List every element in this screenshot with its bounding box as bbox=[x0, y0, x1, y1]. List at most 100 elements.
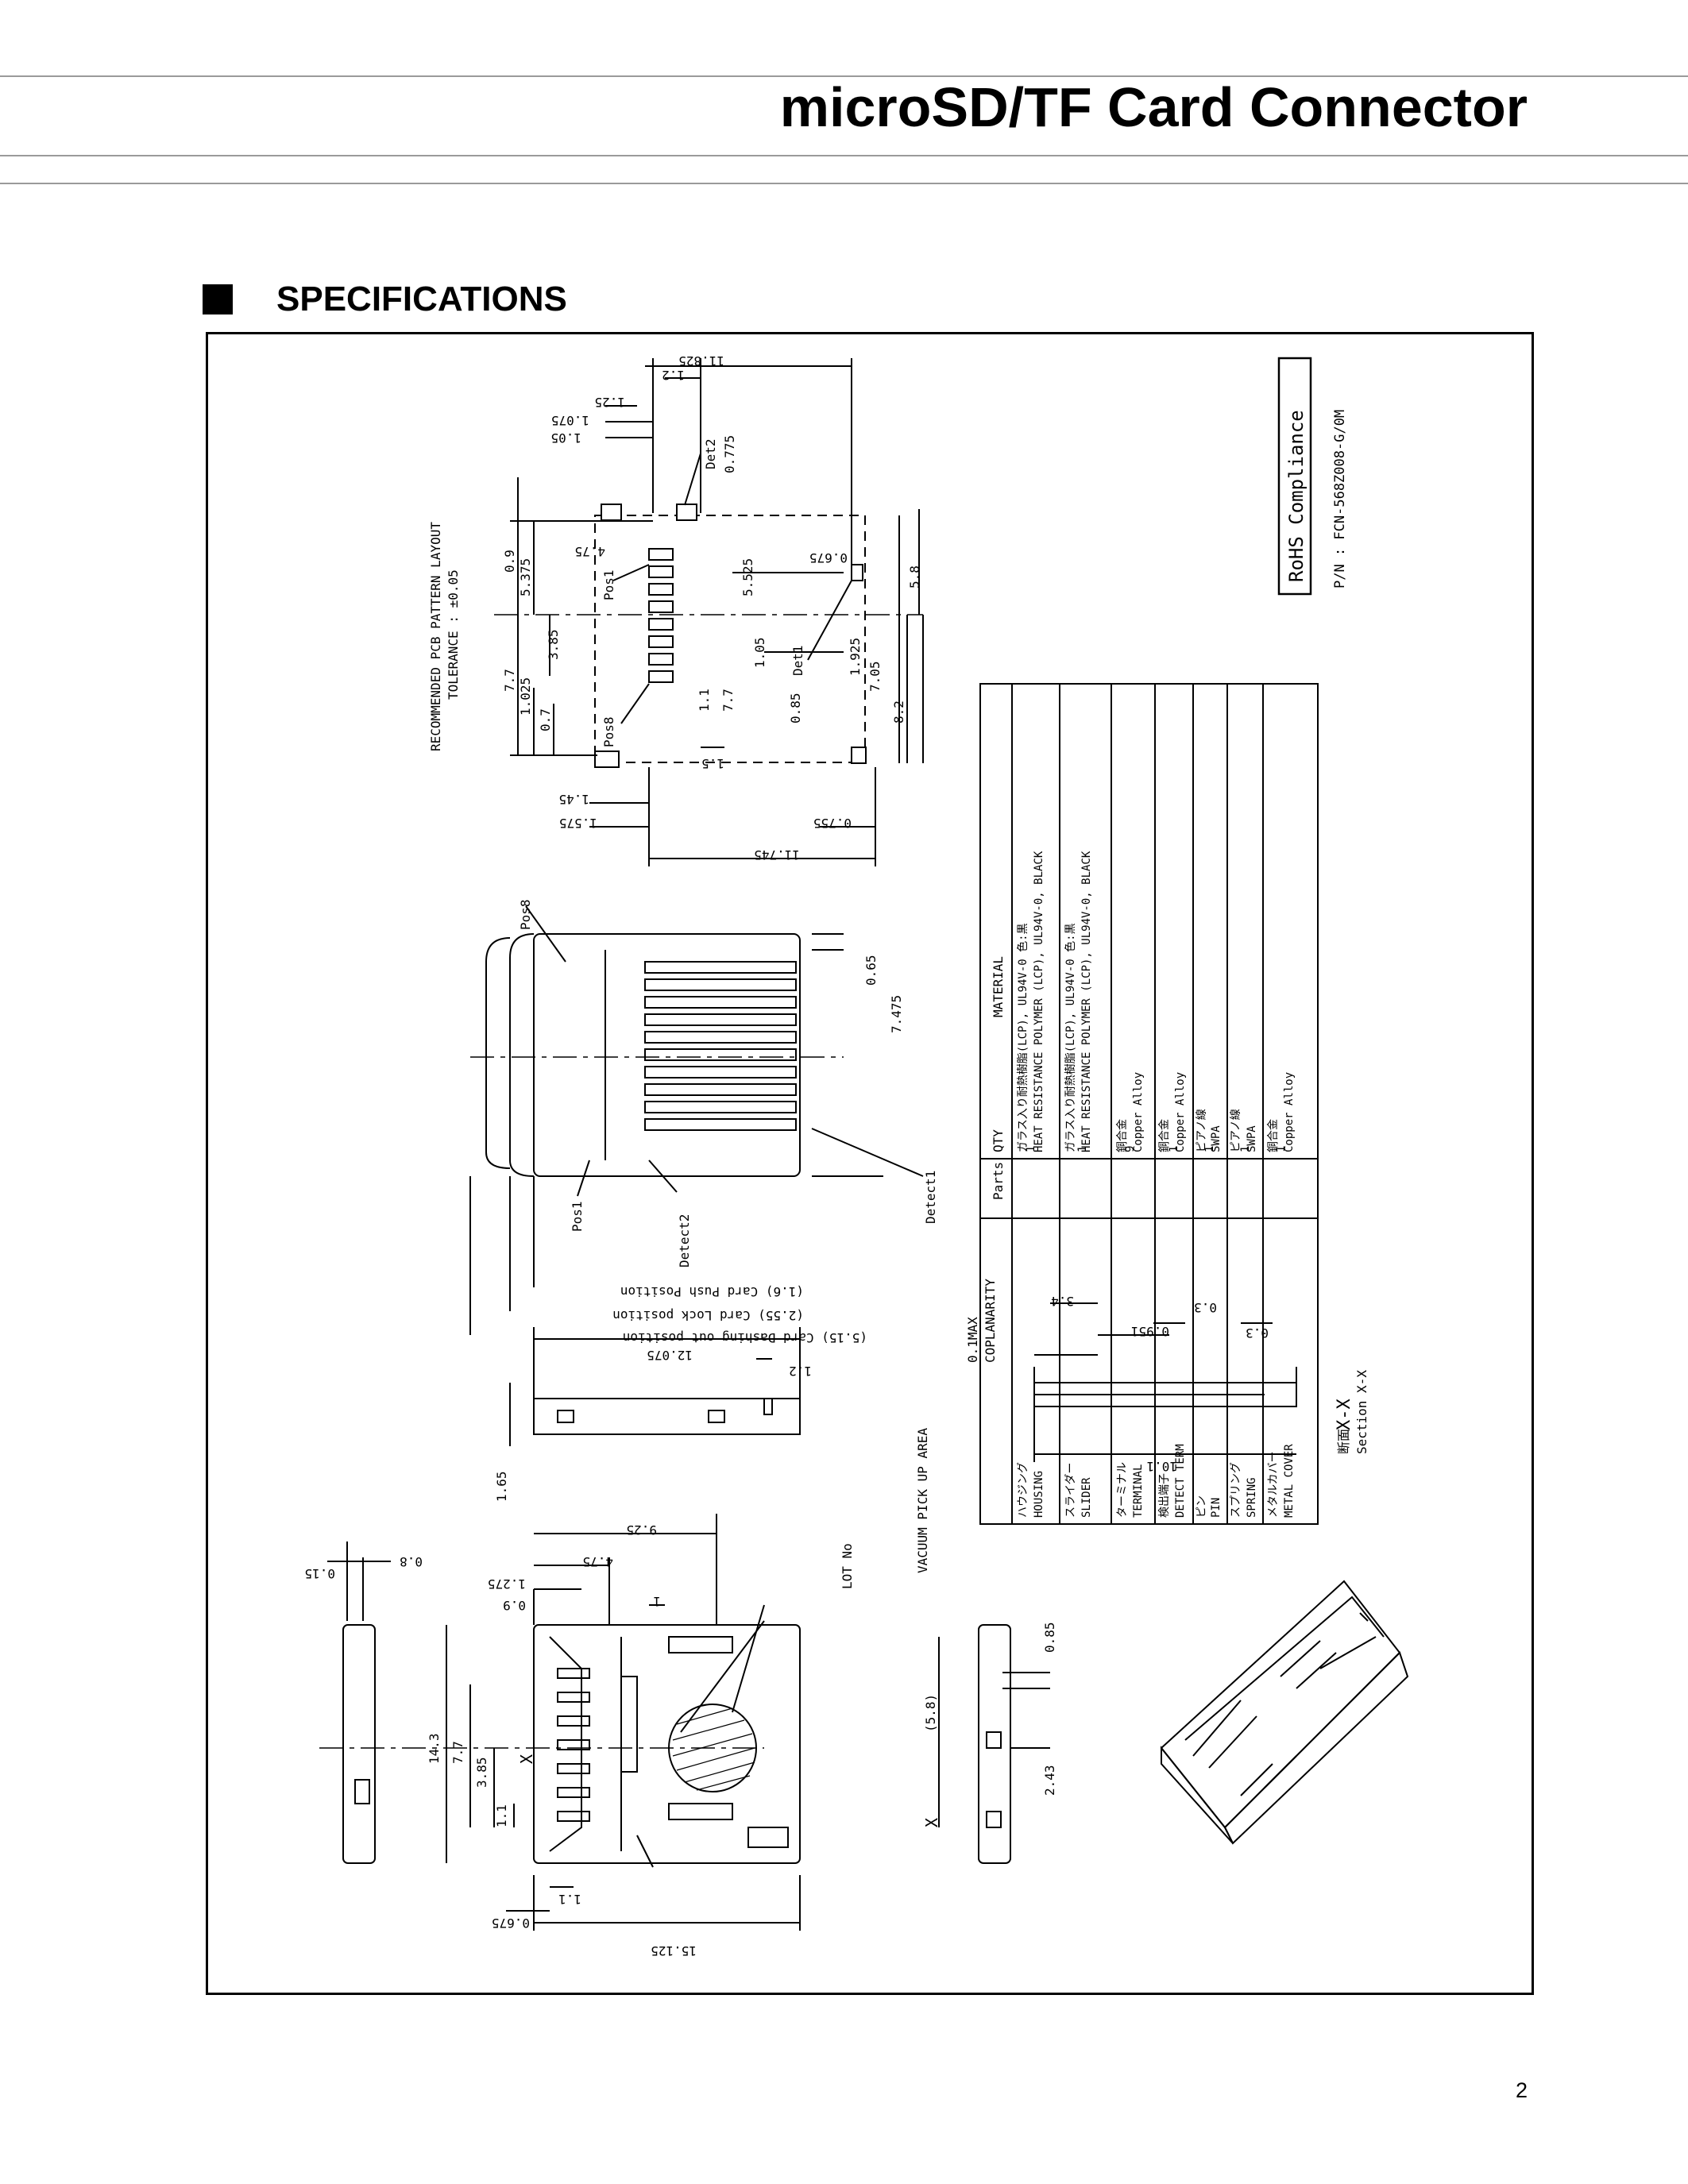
row-spring-part: SPRING bbox=[1246, 1477, 1258, 1518]
bottom-dim-15-125: 15.125 bbox=[651, 1943, 697, 1958]
header-rule-bottom-1 bbox=[0, 155, 1688, 156]
dim-1-05: 1.05 bbox=[550, 430, 581, 446]
section-label-jp: 断面 bbox=[1336, 1429, 1351, 1454]
row-cover-mat-jp: 銅合金 bbox=[1267, 1119, 1280, 1152]
pcb-dim-14: 1.5 bbox=[701, 756, 724, 771]
row-slider-qty: 1 bbox=[1076, 1146, 1089, 1152]
pcb-dim-12: 1.1 bbox=[697, 689, 712, 712]
card-lock-position: (2.55) Card Lock position bbox=[612, 1308, 804, 1323]
dim-11-825: 11.825 bbox=[678, 353, 724, 369]
pcb-dim-10: 1.025 bbox=[518, 677, 533, 716]
section-dim-3-4: 3.4 bbox=[1051, 1294, 1074, 1309]
card-push-position: (1.6) Card Push Position bbox=[620, 1284, 804, 1299]
bottom-dim-1-275: 1.275 bbox=[488, 1576, 526, 1592]
mid-label-detect1: Detect1 bbox=[923, 1171, 938, 1224]
row-slider-mat: HEAT RESISTANCE POLYMER (LCP), UL94V-0, … bbox=[1080, 851, 1093, 1152]
bottom-dim-0-8: 0.8 bbox=[400, 1554, 423, 1569]
table-header-qty: QTY bbox=[991, 1129, 1006, 1152]
bottom-dim-1-1a: 1.1 bbox=[494, 1804, 509, 1827]
side-dim-12-075: 12.075 bbox=[647, 1348, 693, 1363]
section-label: X-X bbox=[1335, 1399, 1354, 1430]
section-heading: SPECIFICATIONS bbox=[203, 280, 567, 319]
row-detect-part: DETECT TERM bbox=[1174, 1444, 1187, 1518]
row-slider-part: SLIDER bbox=[1080, 1477, 1093, 1518]
bottom-dim-2-43: 2.43 bbox=[1042, 1765, 1057, 1796]
row-cover-qty: 1 bbox=[1275, 1146, 1288, 1152]
section-mark-x-right: X bbox=[922, 1818, 941, 1827]
section-dim-0-3a: 0.3 bbox=[1194, 1300, 1217, 1315]
pcb-tolerance: TOLERANCE : ±0.05 bbox=[446, 569, 461, 700]
header-rule-top bbox=[0, 75, 1688, 77]
pcb-dim-20: 0.755 bbox=[813, 816, 852, 831]
row-spring-jp: スプリング bbox=[1230, 1462, 1242, 1518]
pcb-dim-15: 0.85 bbox=[788, 693, 803, 723]
pcb-dim-21: 11.745 bbox=[754, 847, 800, 862]
bottom-dim-0-675: 0.675 bbox=[492, 1916, 530, 1931]
pcb-dim-6: 3.85 bbox=[546, 629, 561, 660]
bottom-dim-1-1b: 1.1 bbox=[558, 1892, 581, 1907]
pcb-label-det2: Det2 bbox=[703, 438, 718, 469]
card-dashing-position: (5.15) Card Dashing out position bbox=[623, 1330, 867, 1345]
row-terminal-mat: Copper Alloy bbox=[1132, 1072, 1145, 1152]
row-cover-jp: メタルカバー bbox=[1267, 1451, 1280, 1518]
pcb-dim-2: 4.75 bbox=[574, 544, 605, 559]
section-dim-0-3b: 0.3 bbox=[1246, 1325, 1269, 1341]
rohs-label: RoHS Compliance bbox=[1285, 410, 1308, 582]
pcb-label-pos8: Pos8 bbox=[601, 716, 616, 747]
connector-side-view bbox=[509, 1327, 801, 1446]
row-terminal-jp: ターミナル bbox=[1116, 1462, 1129, 1518]
table-header-material: MATERIAL bbox=[991, 956, 1006, 1017]
pcb-dim-0: 0.9 bbox=[502, 550, 517, 573]
technical-drawing: RECOMMENDED PCB PATTERN LAYOUT TOLERANCE… bbox=[304, 353, 1409, 1958]
bottom-dim-4-75: 4.75 bbox=[582, 1554, 613, 1569]
section-bullet-icon bbox=[203, 284, 233, 314]
pcb-dim-9: 7.7 bbox=[502, 669, 517, 692]
pcb-dim-17: 8.2 bbox=[891, 700, 906, 723]
row-housing-mat: HEAT RESISTANCE POLYMER (LCP), UL94V-0, … bbox=[1033, 851, 1045, 1152]
header-rule-bottom-2 bbox=[0, 183, 1688, 184]
mid-dim-7-475: 7.475 bbox=[889, 995, 904, 1033]
page-number: 2 bbox=[1515, 2078, 1528, 2102]
dim-1-2-top: 1.2 bbox=[662, 368, 685, 383]
pcb-dim-8: 1.925 bbox=[848, 638, 863, 676]
row-terminal-mat-jp: 銅合金 bbox=[1116, 1119, 1129, 1152]
section-xx-view bbox=[1033, 1302, 1297, 1462]
pcb-dim-11: 0.7 bbox=[538, 708, 553, 731]
row-pin-part: PIN bbox=[1210, 1498, 1223, 1518]
row-pin-jp: ピン bbox=[1196, 1495, 1208, 1518]
pcb-dim-18: 1.45 bbox=[558, 792, 589, 807]
row-spring-mat-jp: ピアノ線 bbox=[1230, 1109, 1242, 1152]
section-title: SPECIFICATIONS bbox=[276, 280, 567, 318]
dim-1-25: 1.25 bbox=[594, 395, 625, 410]
bottom-dim-5-8: (5.8) bbox=[923, 1694, 938, 1732]
material-table-grid bbox=[979, 683, 1319, 1525]
row-terminal-qty: 9 bbox=[1124, 1146, 1137, 1152]
row-housing-qty: 1 bbox=[1025, 1146, 1037, 1152]
pcb-dim-13: 7.7 bbox=[720, 689, 736, 712]
row-pin-qty: 1 bbox=[1203, 1146, 1216, 1152]
dim-0-775: 0.775 bbox=[722, 435, 737, 473]
pcb-dim-3: 5.525 bbox=[740, 558, 755, 596]
pcb-label-pos1: Pos1 bbox=[601, 569, 616, 600]
bottom-dim-1: 1 bbox=[653, 1594, 661, 1609]
mid-label-detect2: Detect2 bbox=[677, 1214, 692, 1268]
bottom-dim-7-7: 7.7 bbox=[450, 1741, 465, 1764]
row-cover-mat: Copper Alloy bbox=[1283, 1072, 1296, 1152]
row-terminal-part: TERMINAL bbox=[1132, 1464, 1145, 1518]
vacuum-pickup-label: VACUUM PICK UP AREA bbox=[915, 1428, 930, 1573]
row-slider-mat-jp: ガラス入り耐熱樹脂(LCP), UL94V-0 色:黒 bbox=[1064, 923, 1077, 1152]
pcb-dim-19: 1.575 bbox=[559, 816, 597, 831]
table-header-parts: Parts bbox=[991, 1162, 1006, 1200]
section-mark-x-left: X bbox=[517, 1754, 536, 1764]
drawing-frame: RECOMMENDED PCB PATTERN LAYOUT TOLERANCE… bbox=[206, 332, 1534, 1995]
bottom-dim-0-9: 0.9 bbox=[503, 1598, 526, 1613]
row-detect-qty: 1 bbox=[1168, 1146, 1180, 1152]
bottom-dim-14-3: 14.3 bbox=[427, 1733, 442, 1764]
part-number: P/N : FCN-568Z008-G/0M bbox=[1332, 410, 1348, 588]
row-spring-mat: SWPA bbox=[1246, 1125, 1258, 1152]
pcb-dim-1: 5.375 bbox=[518, 558, 533, 596]
row-detect-mat-jp: 銅合金 bbox=[1158, 1119, 1171, 1152]
row-detect-mat: Copper Alloy bbox=[1174, 1072, 1187, 1152]
connector-top-view bbox=[469, 905, 924, 1335]
bottom-dim-3-85: 3.85 bbox=[474, 1757, 489, 1788]
